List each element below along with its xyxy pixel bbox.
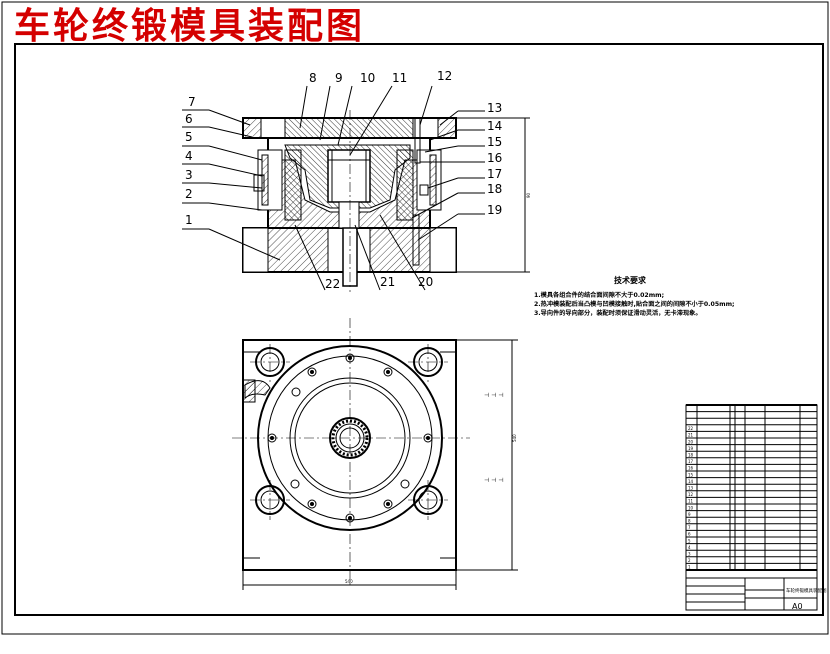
parts-list-item-number: 6 [688,532,691,537]
part-label-9: 9 [335,71,343,85]
base-plate-outline [242,339,457,571]
plan-view: ⊣ ⊣ ⊣ ⊣ ⊣ ⊣ 540 540 [232,318,518,590]
parts-list-item-number: 13 [688,485,694,490]
parts-list-item-number: 5 [688,538,691,543]
parts-list-item-number: 22 [688,426,694,431]
part-label-1: 1 [185,213,193,227]
parts-list-frame [685,404,818,611]
technical-requirements: 技术要求 1.模具各组合件的结合面间隙不大于0.02mm; 2.热冲模装配后当凸… [534,275,735,317]
part-number-labels: 7 6 5 4 3 2 1 8 9 10 11 12 13 14 15 16 1… [185,69,502,291]
svg-text:⊣ ⊣ ⊣: ⊣ ⊣ ⊣ [484,477,504,484]
part-leaders [182,85,485,291]
parts-list-item-number: 16 [688,466,694,471]
part-label-20: 20 [418,275,433,289]
plan-width-dimension: 540 [345,579,353,584]
part-label-5: 5 [185,130,193,144]
ejector-pin-upper [338,201,360,229]
parts-list-item-number: 2 [688,558,691,563]
part-label-7: 7 [188,95,196,109]
right-guide-column [416,149,442,211]
part-label-14: 14 [487,119,502,133]
parts-list-item-number: 19 [688,446,694,451]
parts-list-item-number: 9 [688,512,691,517]
part-label-17: 17 [487,167,502,181]
part-label-22: 22 [325,277,340,291]
part-label-3: 3 [185,168,193,182]
tech-req-item-2: 2.热冲模装配后当凸模与凹模接触时,贴合面之间的间隙不小于0.05mm; [534,300,735,308]
tech-req-item-3: 3.导向件的导向部分，装配时须保证滑动灵活，无卡滞现象。 [534,309,702,317]
parts-list-item-number: 21 [688,433,694,438]
part-label-11: 11 [392,71,407,85]
parts-list-item-number: 12 [688,492,694,497]
part-label-10: 10 [360,71,375,85]
inner-frame [14,43,824,616]
svg-text:⊣ ⊣ ⊣: ⊣ ⊣ ⊣ [484,392,504,399]
front-height-dimension: 90 [526,192,531,198]
title-block-drawing-name: 车轮终锻模具装配图 [786,587,827,594]
title-block-size: A0 [792,602,803,611]
parts-list-title-block: 车轮终锻模具装配图 A0 222120191817161514131211109… [685,404,827,611]
parts-list-item-number: 8 [688,518,691,523]
parts-list-item-number: 15 [688,472,694,477]
parts-list-item-number: 4 [688,545,691,550]
part-label-13: 13 [487,101,502,115]
tech-req-item-1: 1.模具各组合件的结合面间隙不大于0.02mm; [534,291,664,299]
outer-frame [1,1,829,635]
parts-list-item-number: 17 [688,459,694,464]
parts-list-item-number: 11 [688,499,694,504]
upper-plate-right-lug [437,117,457,139]
part-label-2: 2 [185,187,193,201]
part-label-6: 6 [185,112,193,126]
part-label-21: 21 [380,275,395,289]
part-label-12: 12 [437,69,452,83]
parts-list-item-number: 3 [688,551,691,556]
parts-list-item-number: 10 [688,505,694,510]
parts-list-item-number: 14 [688,479,694,484]
parts-list-item-number: 7 [688,525,691,530]
parts-list-item-number: 18 [688,452,694,457]
drawing-title: 车轮终锻模具装配图 [14,5,366,47]
upper-backing-plate [284,117,414,139]
punch-core [327,149,371,203]
upper-plate-left-lug [242,117,262,139]
parts-list-item-number: 1 [688,565,691,570]
plan-height-dimension: 540 [512,434,517,442]
part-label-8: 8 [309,71,317,85]
part-label-16: 16 [487,151,502,165]
tech-req-heading: 技术要求 [614,275,647,285]
parts-list-item-number: 20 [688,439,694,444]
part-label-4: 4 [185,149,193,163]
part-label-19: 19 [487,203,502,217]
part-label-15: 15 [487,135,502,149]
front-view: 90 [242,110,531,292]
part-label-18: 18 [487,182,502,196]
